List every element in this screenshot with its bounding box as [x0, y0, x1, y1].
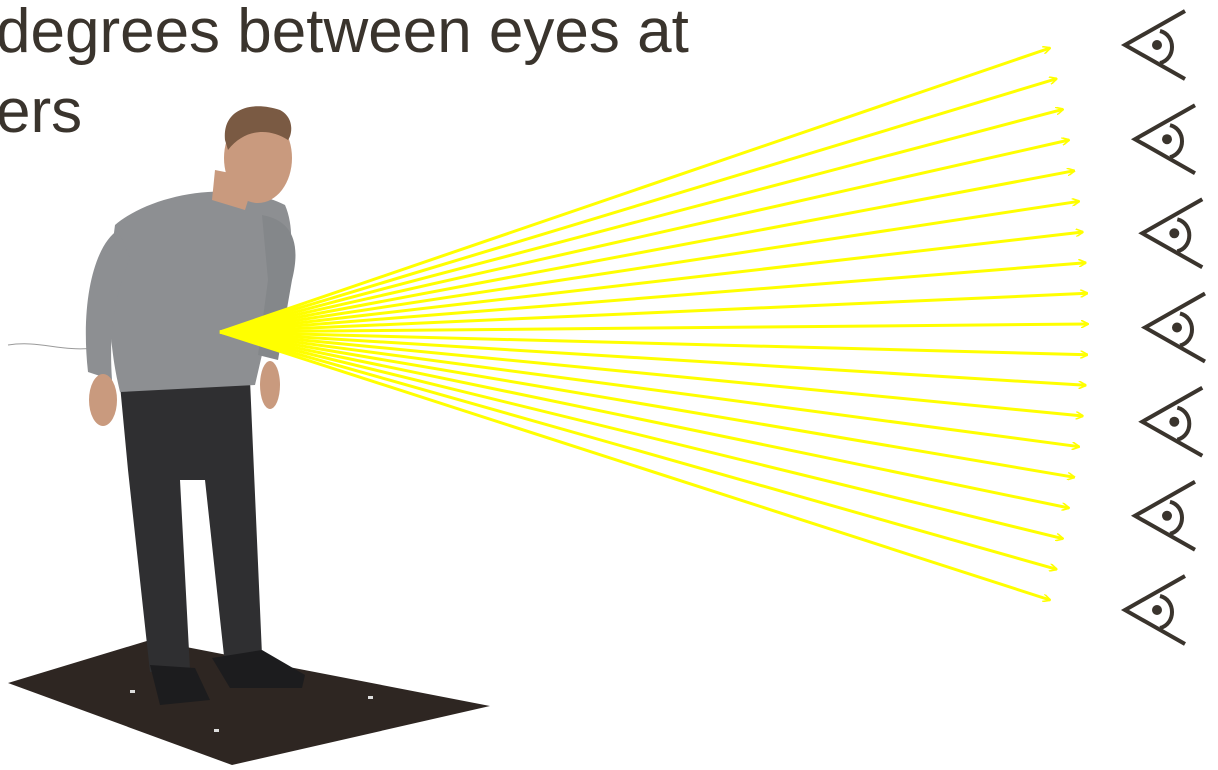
eye-icon — [1120, 574, 1186, 646]
ray-arrow — [219, 263, 1086, 334]
eye-icon — [1138, 197, 1204, 270]
ray-arrow — [219, 330, 1087, 355]
ray-arrow — [219, 330, 1069, 508]
ray-arrow — [219, 330, 1083, 416]
ray-arrow — [219, 109, 1063, 334]
eye-icon — [1120, 9, 1186, 81]
ray-arrow — [219, 330, 1050, 600]
cable-line — [7, 343, 96, 350]
eye-icon — [1140, 291, 1206, 364]
eye-icon — [1130, 103, 1196, 175]
ray-arrow — [219, 293, 1087, 334]
ray-arrow — [219, 330, 1086, 385]
ray-arrow — [219, 201, 1079, 334]
title-line-1: degrees between eyes at — [0, 0, 689, 66]
eye-icon — [1130, 480, 1196, 552]
ray-arrow — [219, 79, 1057, 334]
ray-arrow — [219, 140, 1069, 334]
title-line-2: ers — [0, 77, 83, 146]
ray-arrow — [219, 330, 1079, 447]
viewer-eye-column — [1120, 9, 1206, 646]
person-figure — [85, 106, 305, 705]
ray-arrow — [219, 330, 1063, 539]
ray-arrow — [219, 324, 1088, 334]
ray-bundle — [219, 48, 1088, 600]
ray-arrow — [219, 330, 1057, 569]
floor-mat — [8, 640, 490, 765]
eye-icon — [1138, 385, 1204, 458]
ray-arrow — [219, 48, 1050, 334]
ray-arrow — [219, 232, 1083, 334]
ray-arrow — [219, 171, 1074, 334]
slide-title: degrees between eyes at ers — [0, 0, 689, 152]
ray-arrow — [219, 330, 1074, 477]
